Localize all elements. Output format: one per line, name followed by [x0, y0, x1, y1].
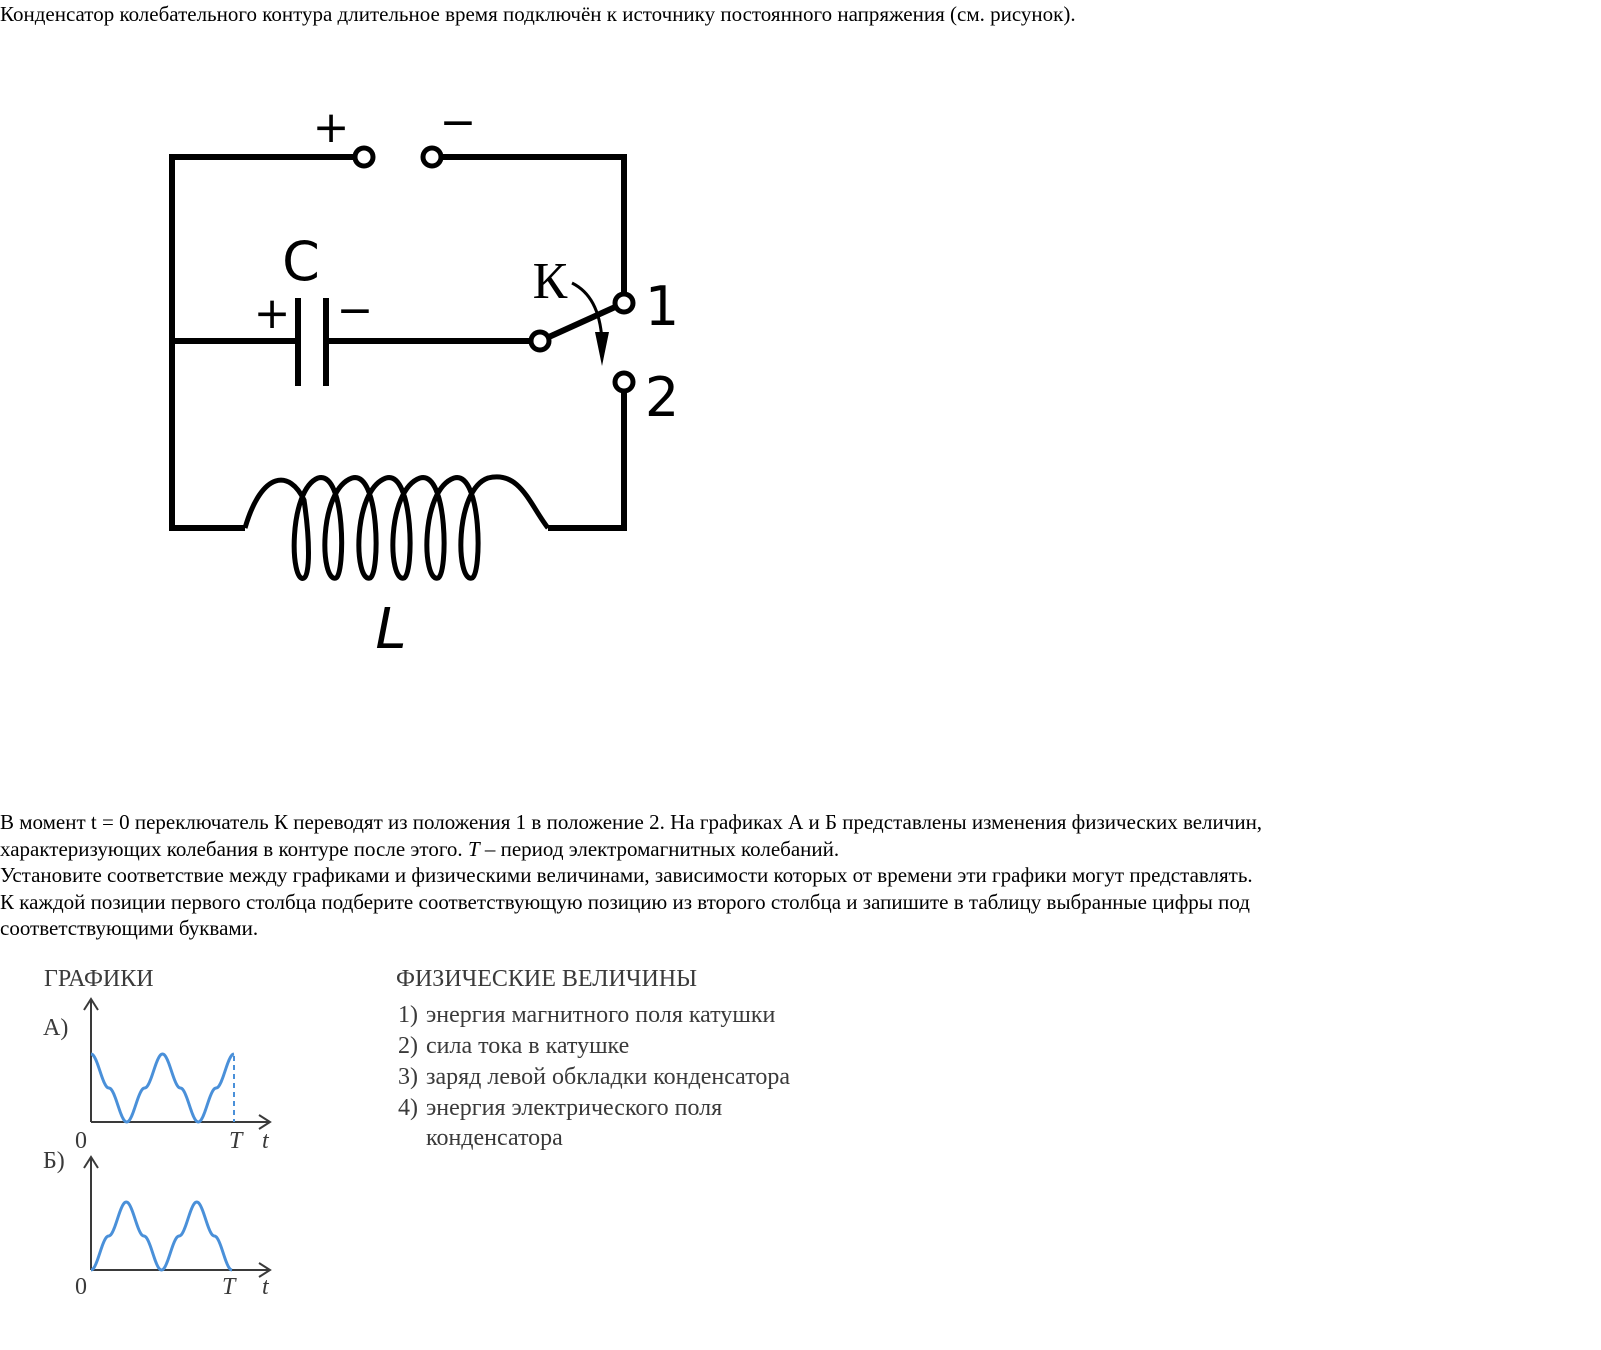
graph-a-y-arrow [83, 997, 99, 1011]
graph-a-x-arrow [258, 1114, 272, 1130]
intro-text: Конденсатор колебательного контура длите… [0, 2, 1076, 26]
position-2-label: 2 [645, 366, 679, 429]
text-line-2: характеризующих колебания в контуре посл… [0, 836, 1262, 863]
quantities-heading: ФИЗИЧЕСКИЕ ВЕЛИЧИНЫ [396, 966, 697, 992]
graph-b-origin: 0 [75, 1274, 87, 1300]
graph-b-period: T [222, 1274, 237, 1300]
bottom-right-wire [548, 382, 627, 531]
switch-arrow-head [595, 332, 609, 366]
text-line-2b: – период электромагнитных колебаний. [479, 836, 840, 861]
quantity-1-num: 1) [398, 1002, 418, 1028]
switch-pivot [528, 329, 552, 353]
quantity-2-num: 2) [398, 1033, 418, 1059]
inductor-coil [242, 474, 550, 581]
switch-contact-2 [612, 370, 636, 394]
graph-b-axis: t [262, 1274, 270, 1300]
capacitor-minus-label: − [337, 285, 374, 336]
text-line-2a: характеризующих колебания в контуре посл… [0, 836, 468, 861]
quantity-4-num: 4) [398, 1095, 418, 1121]
graph-a-period: T [229, 1128, 244, 1154]
source-plus-terminal [352, 145, 376, 169]
inductor-label: L [375, 597, 406, 662]
top-right-wire [432, 154, 627, 303]
text-line-3: Установите соответствие между графиками … [0, 863, 1253, 887]
source-minus-label: − [440, 97, 477, 148]
graphs-heading: ГРАФИКИ [44, 966, 154, 992]
quantity-3-num: 3) [398, 1064, 418, 1090]
problem-text: В момент t = 0 переключатель К переводят… [0, 809, 1262, 942]
position-1-label: 1 [645, 275, 679, 338]
source-minus-terminal [420, 145, 444, 169]
graph-b-label: Б) [43, 1148, 65, 1174]
switch-label: К [533, 253, 568, 310]
circuit-diagram: + − C + − К 1 2 L [169, 97, 679, 662]
quantity-4-text-cont: конденсатора [426, 1125, 563, 1151]
switch-blade [538, 300, 626, 344]
graph-a-origin: 0 [75, 1128, 87, 1154]
switch-contact-1 [612, 291, 636, 315]
capacitor-plus-label: + [254, 288, 291, 339]
graph-a-axis: t [262, 1128, 270, 1154]
quantity-4-text: энергия электрического поля [426, 1095, 722, 1121]
period-symbol: T [467, 836, 480, 861]
source-plus-label: + [313, 102, 350, 153]
quantity-1-text: энергия магнитного поля катушки [426, 1002, 775, 1028]
graph-a-label: А) [43, 1015, 68, 1041]
text-line-1: В момент t = 0 переключатель К переводят… [0, 810, 1263, 834]
graph-b-x-arrow [258, 1262, 272, 1278]
quantity-2-text: сила тока в катушке [426, 1033, 629, 1059]
graph-b-curve [90, 1200, 233, 1272]
quantity-3-text: заряд левой обкладки конденсатора [426, 1064, 790, 1090]
graph-a-curve [90, 1052, 235, 1124]
text-line-4: К каждой позиции первого столбца подбери… [0, 889, 1250, 914]
graph-b-y-arrow [83, 1155, 99, 1169]
text-line-5: соответствующими буквами. [0, 916, 259, 940]
capacitor-label: C [282, 230, 320, 293]
